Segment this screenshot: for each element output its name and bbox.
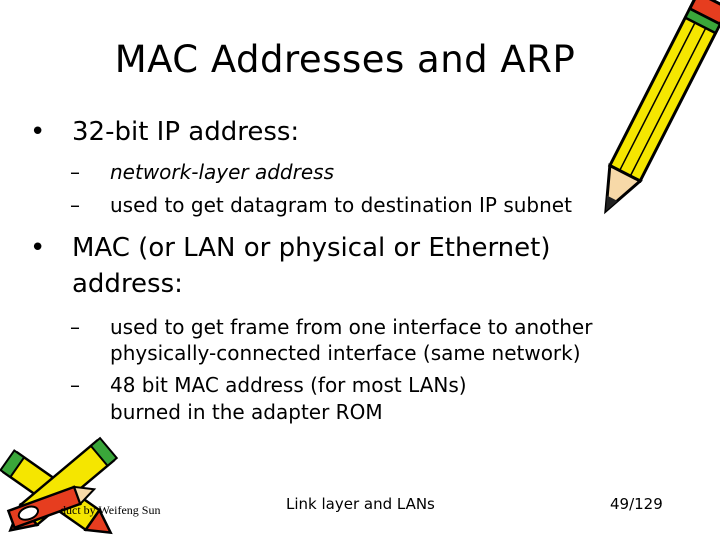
pencil-clipart-icon (604, 0, 720, 215)
bullet-dot: • (30, 233, 46, 263)
sub-bullet-dash: – (70, 193, 80, 217)
crossed-pencils-clipart-icon (0, 436, 119, 535)
sub-bullet-text: network-layer address (110, 160, 334, 184)
footer-author: duct by Weifeng Sun (60, 503, 161, 517)
sub-bullet-dash: – (70, 160, 80, 184)
bullet-dot: • (30, 117, 46, 147)
sub-bullet-dash: – (70, 373, 80, 397)
footer-page-number: 49/129 (610, 495, 663, 513)
bullet-text: 32-bit IP address: (72, 117, 300, 147)
sub-bullet-text-line2: physically-connected interface (same net… (110, 341, 581, 365)
sub-bullet-text-line2: burned in the adapter ROM (110, 400, 383, 424)
sub-bullet-dash: – (70, 315, 80, 339)
sub-bullet-text-line1: used to get frame from one interface to … (110, 315, 593, 339)
sub-bullet-text-line1: 48 bit MAC address (for most LANs) (110, 373, 467, 397)
sub-bullet-text: used to get datagram to destination IP s… (110, 193, 572, 217)
bullet-text-line1: MAC (or LAN or physical or Ethernet) (72, 233, 551, 263)
footer-topic: Link layer and LANs (286, 495, 435, 513)
slide-title: MAC Addresses and ARP (114, 38, 576, 81)
bullet-text-line2: address: (72, 269, 183, 299)
